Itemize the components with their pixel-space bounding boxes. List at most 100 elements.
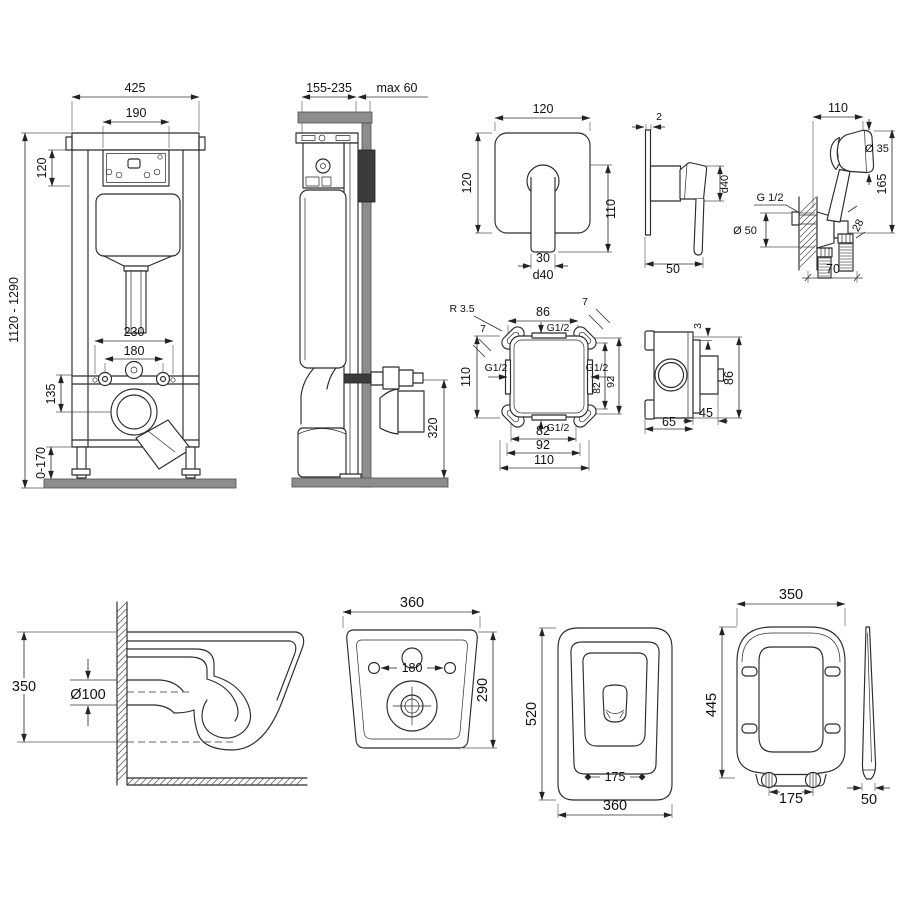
hand-shower-view: 110 Ø 35 165 G 1/2 Ø 50 28 70 [733, 101, 895, 283]
hatch-line [178, 777, 187, 786]
extension-lines [21, 101, 200, 489]
hatch-line [116, 770, 128, 782]
dim-fixing-span: 230 [124, 325, 145, 339]
rear-nub [717, 368, 725, 382]
label-thread-left: G1/2 [485, 362, 508, 374]
dim-depth: 65 [662, 415, 676, 429]
shower-handle [826, 168, 851, 223]
mixer-handle-head [679, 162, 708, 200]
hatch-line [116, 614, 128, 626]
hatch-line [250, 777, 258, 786]
fixing-bolt-right [155, 371, 171, 387]
dim-base-span: 70 [826, 262, 840, 276]
dim-head-dia: Ø 35 [865, 143, 889, 155]
bowl-inner-front [276, 640, 297, 701]
hatch-line [116, 608, 128, 619]
manifold-body [509, 335, 589, 418]
drain-can [297, 427, 347, 478]
dim-inner-width: 82 [536, 424, 550, 438]
hatch-line [799, 244, 817, 262]
sump-outer [201, 675, 252, 739]
wall-top-bar [297, 111, 373, 124]
plate-hole-icon [143, 171, 151, 179]
flush-valve-window [127, 158, 141, 169]
port-circle-inner [657, 361, 685, 389]
dim-width: 350 [779, 587, 803, 603]
hatch-line [799, 250, 817, 268]
hatch-line [276, 777, 284, 786]
hatch-line [116, 653, 128, 665]
fixing-hole-outer-left [92, 377, 98, 383]
hatch-line [139, 777, 148, 786]
hose-nut-left [816, 247, 833, 258]
dim-length: 445 [704, 693, 720, 717]
flush-opening [602, 684, 628, 723]
drain-socket-inner [116, 394, 152, 430]
dim-supply-span: 180 [124, 344, 145, 358]
bowl-plan-outline [557, 627, 673, 801]
mixer-handle-stem [530, 177, 556, 253]
seat-profile-lines [862, 632, 876, 771]
hatch-line [799, 214, 817, 232]
supply-fitting-2 [382, 366, 400, 390]
floor-hatch [126, 777, 304, 786]
dim-corner-radius: R 3.5 [449, 303, 474, 315]
dim-height: 110 [459, 367, 473, 387]
fixing-bolt-right-center [159, 375, 167, 383]
seat-top-inner-arc [741, 632, 841, 663]
hatch-line [116, 621, 128, 632]
grip-dim-ticks [847, 205, 866, 239]
wall-hatch [799, 196, 817, 268]
wall-bracket [355, 149, 376, 203]
valve-detail [321, 176, 332, 187]
dim-label-bg [10, 678, 38, 694]
hatch-line [224, 777, 232, 786]
hatch-line [116, 731, 128, 743]
hatch-line [799, 196, 817, 214]
dim-plate-width: 190 [126, 106, 147, 120]
hose-coil-right-rungs [840, 243, 852, 269]
dim-depth: 50 [666, 262, 680, 276]
top-fixing-plate [295, 132, 359, 144]
hatch-line [172, 777, 180, 786]
valve-knob [315, 158, 331, 174]
dim-tab-left: 7 [480, 323, 486, 335]
plate-hole-icon [115, 171, 123, 179]
hatch-line [116, 738, 128, 749]
hatch-line [256, 777, 265, 786]
seat-inner-oval [758, 646, 824, 753]
radius-leader [473, 315, 503, 332]
extension-lines [17, 631, 127, 743]
hose-nut-right-lines [841, 233, 851, 244]
hatch-line [295, 777, 304, 786]
hatch-line [282, 777, 291, 786]
bowl-top-platform [126, 631, 297, 642]
hatch-line [126, 777, 135, 786]
bowl-back-outline [346, 629, 478, 749]
label-thread-bottom: G1/2 [547, 422, 570, 434]
mixer-side-view: 2 d40 50 [632, 111, 731, 276]
boss-bottom [531, 414, 567, 421]
hatch-line [799, 208, 817, 226]
flush-duct [126, 648, 215, 680]
dim-plate-height: 120 [35, 158, 49, 179]
hose-nut-left-lines [820, 247, 830, 258]
hatch-line [198, 777, 206, 786]
hatch-line [799, 226, 817, 244]
dim-height: 120 [460, 173, 474, 194]
hatch-line [230, 777, 239, 786]
frame-tab-left [65, 136, 73, 151]
dim-hole-span: 180 [402, 661, 423, 675]
dim-mid-height: 92 [605, 376, 617, 388]
flush-pipe [125, 270, 147, 334]
hatch-line [116, 640, 128, 652]
hatch-line [116, 601, 128, 613]
dim-height: 290 [475, 678, 491, 702]
hose-coil-left-rungs [819, 257, 830, 277]
outlet-cone [379, 388, 399, 435]
hatch-line [243, 777, 252, 786]
manifold-body-inner [513, 339, 585, 414]
drain-crosshair [392, 686, 432, 726]
hole-marker-right [638, 773, 646, 781]
